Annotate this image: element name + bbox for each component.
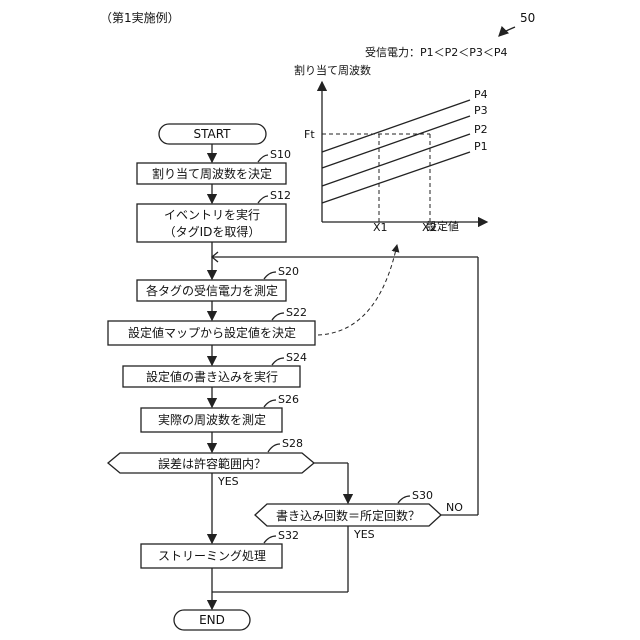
reference-arrow [499, 27, 515, 36]
decision-s30-leader [398, 496, 410, 503]
frequency-setting-chart: 割り当て周波数 設定値 Ft X1 X2 P4 P3 P2 P1 [294, 63, 488, 234]
step-s32-number: S32 [278, 529, 299, 542]
step-s10-leader [258, 155, 268, 162]
ft-label: Ft [304, 128, 315, 141]
series-line-p4 [322, 100, 470, 152]
figure-reference-number: 50 [520, 11, 535, 25]
start-label: START [193, 127, 231, 141]
step-s22-number: S22 [286, 306, 307, 319]
step-s20-text: 各タグの受信電力を測定 [146, 283, 278, 298]
step-s12-leader [258, 196, 268, 203]
x1-label: X1 [373, 221, 388, 234]
step-s12-text-line1: イベントリを実行 [164, 207, 260, 222]
step-s20-number: S20 [278, 265, 299, 278]
decision-s30-text: 書き込み回数＝所定回数？ [276, 508, 420, 523]
decision-s28-number: S28 [282, 437, 303, 450]
step-s12-text-line2: （タグIDを取得） [164, 224, 261, 239]
step-s22-text: 設定値マップから設定値を決定 [128, 325, 296, 340]
step-s24-number: S24 [286, 351, 307, 364]
step-s26-leader [264, 400, 276, 407]
step-s24-leader [272, 358, 284, 365]
x2-label: X2 [422, 221, 437, 234]
step-s24-text: 設定値の書き込みを実行 [146, 369, 278, 384]
step-s12-number: S12 [270, 189, 291, 202]
decision-s28-yes-label: YES [217, 475, 239, 488]
received-power-note: 受信電力：P1＜P2＜P3＜P4 [365, 46, 508, 59]
decision-s28-text: 誤差は許容範囲内？ [158, 456, 266, 471]
step-s22-leader [272, 313, 284, 320]
step-s26-number: S26 [278, 393, 299, 406]
figure-caption: （第1実施例） [100, 10, 180, 25]
decision-s30-yes-label: YES [353, 528, 375, 541]
series-label-p4: P4 [474, 88, 488, 101]
step-s10-number: S10 [270, 148, 291, 161]
step-s10-text: 割り当て周波数を決定 [152, 166, 272, 181]
series-label-p2: P2 [474, 123, 488, 136]
step-s32-text: ストリーミング処理 [158, 549, 266, 563]
series-label-p3: P3 [474, 104, 488, 117]
step-s26-text: 実際の周波数を測定 [158, 412, 266, 427]
map-reference-arrow [318, 245, 397, 335]
step-s32-leader [264, 536, 276, 543]
end-label: END [199, 613, 225, 627]
y-axis-label: 割り当て周波数 [294, 63, 371, 77]
decision-s30-number: S30 [412, 489, 433, 502]
step-s20-leader [264, 272, 276, 279]
decision-s28-leader [268, 444, 280, 452]
series-label-p1: P1 [474, 140, 488, 153]
decision-s30-no-label: NO [446, 501, 463, 514]
